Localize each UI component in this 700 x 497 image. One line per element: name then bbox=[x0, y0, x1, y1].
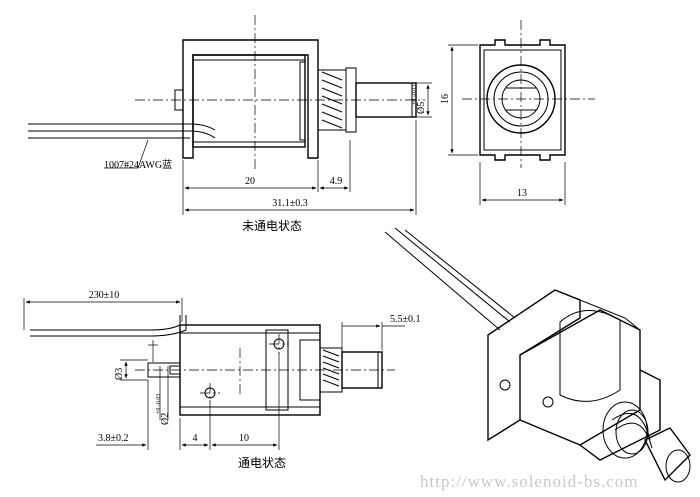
end-view-frame bbox=[479, 39, 566, 161]
dim-body-length: 20 bbox=[245, 176, 255, 187]
dim-end-width: 13 bbox=[517, 188, 527, 199]
end-view-spring-ring bbox=[493, 71, 549, 127]
watermark-url: http://www.solenoid-bs.com bbox=[420, 472, 639, 491]
iso-wire-1 bbox=[384, 231, 501, 331]
dim-stroke: 5.5±0.1 bbox=[390, 314, 421, 325]
dim-pin-length: 3.8±0.2 bbox=[98, 433, 129, 444]
iso-wire-2 bbox=[394, 227, 511, 323]
top-view-frame bbox=[182, 39, 319, 159]
iso-spring-outer bbox=[602, 401, 648, 459]
wire-spec-label: 1007#24AWG蓝 bbox=[104, 159, 172, 171]
iso-spring-coils bbox=[611, 412, 653, 449]
side-view: 230±10 5.5±0.1 Ø3 Ø2 +0 -0.03 3.8±0.2 4 … bbox=[23, 290, 421, 470]
top-view-rear-stud bbox=[174, 89, 184, 111]
top-view-wire-1 bbox=[28, 123, 216, 131]
iso-coil bbox=[559, 310, 621, 402]
dim-pin-diameter: Ø2 bbox=[160, 413, 171, 425]
dim-end-height: 16 bbox=[440, 94, 451, 104]
iso-body bbox=[519, 309, 641, 446]
end-view: 16 13 bbox=[440, 20, 595, 205]
side-view-caption: 通电状态 bbox=[238, 456, 286, 470]
iso-hole-1 bbox=[499, 379, 511, 391]
top-view-coil bbox=[192, 54, 306, 148]
dim-plunger-tolerance: +0 -0.03 bbox=[412, 85, 418, 105]
top-view: 1007#24AWG蓝 20 4.9 31.1±0.3 Ø5 +0 -0.03 … bbox=[28, 15, 432, 233]
dim-plunger-diameter: Ø5 bbox=[416, 102, 427, 114]
iso-spring-inner bbox=[615, 409, 649, 455]
dim-hole-pitch: 10 bbox=[239, 433, 249, 444]
isometric-view bbox=[384, 227, 691, 483]
end-view-outer-ring bbox=[486, 64, 556, 134]
iso-plunger bbox=[644, 427, 691, 482]
dim-pin-tolerance: +0 -0.03 bbox=[156, 394, 162, 414]
end-view-inner-frame bbox=[483, 49, 562, 151]
top-view-caption: 未通电状态 bbox=[242, 219, 302, 233]
iso-rear-frame bbox=[487, 289, 581, 442]
iso-hole-2 bbox=[542, 396, 554, 408]
dim-hole-diameter: Ø3 bbox=[114, 368, 125, 380]
top-view-wire-2 bbox=[28, 130, 216, 139]
iso-plunger-tip bbox=[665, 449, 691, 483]
side-view-plunger bbox=[341, 351, 383, 389]
end-view-keyway bbox=[505, 87, 537, 111]
top-view-flange bbox=[299, 61, 306, 141]
iso-front-frame bbox=[579, 369, 661, 461]
side-view-spring bbox=[322, 349, 340, 387]
dim-total-length: 31.1±0.3 bbox=[272, 198, 308, 209]
side-view-bracket bbox=[265, 329, 289, 411]
dim-spring-length: 4.9 bbox=[330, 176, 343, 187]
dim-wire-length: 230±10 bbox=[89, 290, 120, 301]
end-view-plunger bbox=[501, 79, 541, 119]
side-view-wire-1 bbox=[30, 315, 181, 331]
dim-gap: 4 bbox=[193, 433, 198, 444]
top-view-spring bbox=[321, 71, 343, 129]
side-view-wire-2 bbox=[30, 315, 187, 337]
top-view-plunger bbox=[355, 82, 417, 118]
